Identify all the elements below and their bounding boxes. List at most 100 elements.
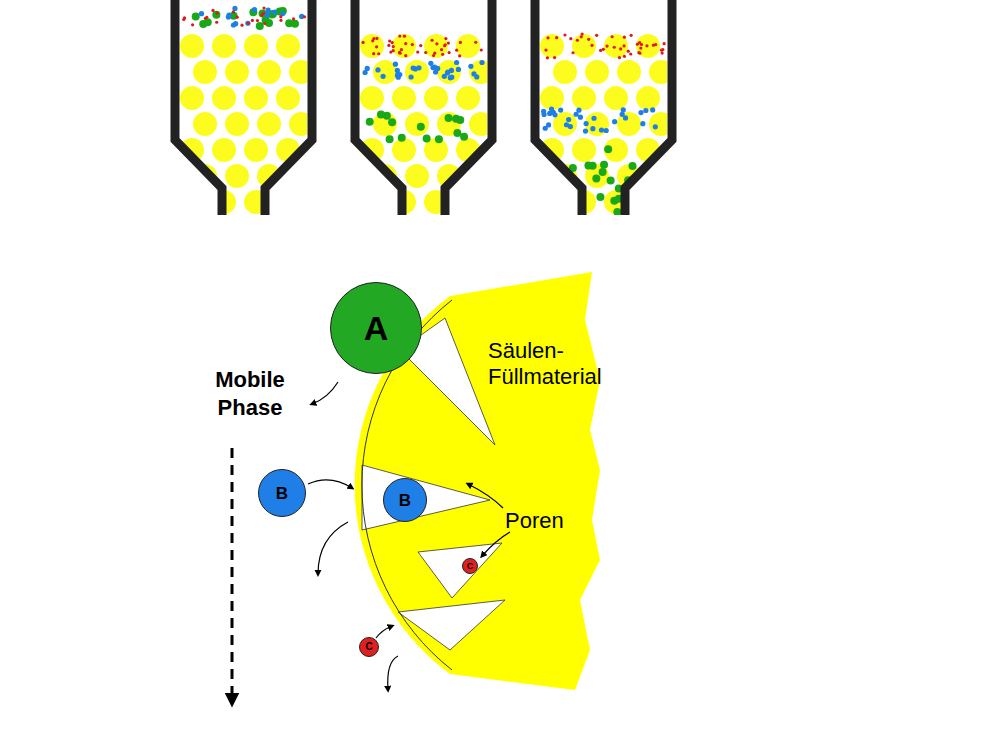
packing-bead [553, 60, 577, 84]
molecule-dot [568, 124, 573, 129]
packing-bead [405, 112, 429, 136]
molecule-dot [399, 52, 402, 55]
motion-arrow [312, 382, 338, 404]
molecule-dot [204, 17, 207, 20]
packing-bead [392, 34, 416, 58]
molecule-dot [460, 133, 468, 141]
packing-bead [225, 112, 249, 136]
molecule-dot [386, 135, 394, 143]
molecule-dot [604, 145, 612, 153]
molecule-dot [440, 48, 443, 51]
pore-label: Poren [505, 507, 585, 535]
flow-label: Mobile Phase [195, 366, 305, 421]
molecule-dot [630, 34, 633, 37]
molecule-dot [231, 22, 236, 27]
molecule-dot [366, 118, 374, 126]
molecule-dot [398, 134, 406, 142]
packing-bead [456, 190, 480, 214]
molecule-dot [592, 174, 600, 182]
molecule-dot [612, 119, 617, 124]
molecule-dot [578, 115, 583, 120]
packing-bead [257, 112, 281, 136]
molecule-dot [661, 51, 664, 54]
molecule-dot [430, 39, 433, 42]
packing-bead [180, 86, 204, 110]
molecule-dot [400, 48, 403, 51]
packing-bead [572, 138, 596, 162]
leader-line [468, 484, 503, 508]
molecule-dot [372, 52, 375, 55]
molecule-dot [192, 12, 200, 20]
packing-bead [180, 34, 204, 58]
molecule-dot [443, 44, 446, 47]
packing-bead [604, 138, 628, 162]
molecule-dot [623, 55, 626, 58]
molecule-dot [479, 60, 484, 65]
molecule-dot [428, 61, 433, 66]
packing-bead [540, 34, 564, 58]
column-packing [540, 33, 673, 216]
molecule-dot [619, 47, 622, 50]
molecule-dot [362, 70, 367, 75]
particle-surface [362, 300, 452, 670]
packing-bead [392, 138, 416, 162]
molecule-dot [544, 49, 547, 52]
molecule-dot [629, 162, 637, 170]
motion-arrow [318, 522, 348, 574]
molecule-dot [380, 74, 385, 79]
pore [398, 600, 505, 650]
pore [400, 318, 495, 445]
molecule-dot [398, 35, 401, 38]
molecule-dot [377, 52, 380, 55]
molecule-dot [604, 128, 609, 133]
molecule-dot [211, 9, 214, 12]
molecule-dot [377, 111, 385, 119]
molecule-dot [411, 43, 414, 46]
molecule-dot [546, 122, 551, 127]
packing-bead [572, 34, 596, 58]
molecule-dot [445, 69, 450, 74]
molecule-dot [260, 14, 263, 17]
molecule-dot [442, 74, 447, 79]
molecule-dot [256, 22, 264, 30]
molecule-dot [404, 54, 407, 57]
molecule-dot [388, 39, 391, 42]
molecule-dot [571, 51, 574, 54]
pore [362, 465, 490, 530]
molecule-dot [262, 6, 265, 9]
motion-arrow [308, 480, 352, 488]
molecule-dot [555, 36, 558, 39]
molecule-dot [623, 36, 626, 39]
packing-bead [289, 164, 313, 188]
molecule-dot [613, 208, 621, 216]
packing-bead [572, 86, 596, 110]
molecule-dot [541, 112, 546, 117]
packing-bead [437, 112, 461, 136]
molecule-dot [654, 43, 657, 46]
molecule-dot [447, 41, 450, 44]
packing-bead [212, 86, 236, 110]
molecule-dot [191, 23, 194, 26]
molecule-dot [236, 16, 239, 19]
molecule-dot [622, 44, 625, 47]
molecule-circle: B [258, 469, 306, 517]
molecule-dot [645, 44, 648, 47]
molecule-dot [611, 35, 614, 38]
packing-bead [553, 112, 577, 136]
packing-bead [617, 112, 641, 136]
molecule-dot [199, 11, 204, 16]
molecule-dot [216, 11, 219, 14]
molecule-dot [398, 51, 401, 54]
molecule-dot [610, 197, 618, 205]
molecule-dot [393, 62, 398, 67]
molecule-dot [452, 115, 460, 123]
packing-bead [244, 138, 268, 162]
molecule-dot [388, 118, 396, 126]
packing-bead [604, 86, 628, 110]
molecule-dot [605, 44, 608, 47]
molecule-dot [590, 44, 593, 47]
molecule-dot [553, 56, 556, 59]
packing-bead [360, 190, 384, 214]
molecule-dot [441, 53, 444, 56]
molecule-dot [471, 71, 476, 76]
